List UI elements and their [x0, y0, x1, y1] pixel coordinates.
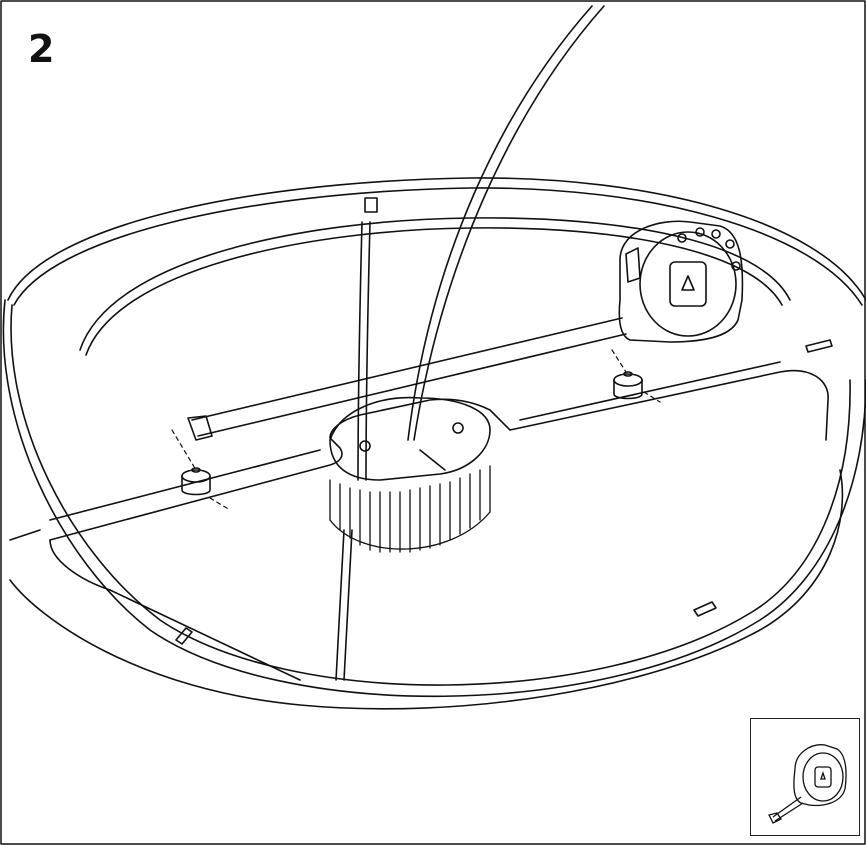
tape-measure-icon — [618, 220, 744, 343]
alignment-guide — [171, 349, 661, 511]
lamp-ring — [2, 177, 866, 710]
mount-boss — [181, 371, 643, 496]
suspension-cable — [407, 5, 605, 441]
heat-sink — [329, 465, 491, 553]
tape-measure-icon — [768, 744, 847, 824]
ring-slot — [175, 197, 833, 645]
cross-bar — [9, 361, 829, 681]
tool-inset — [750, 718, 860, 836]
tape-blade — [187, 317, 627, 441]
power-cable — [335, 221, 371, 681]
center-hub — [329, 396, 491, 481]
step-number: 2 — [28, 27, 55, 71]
